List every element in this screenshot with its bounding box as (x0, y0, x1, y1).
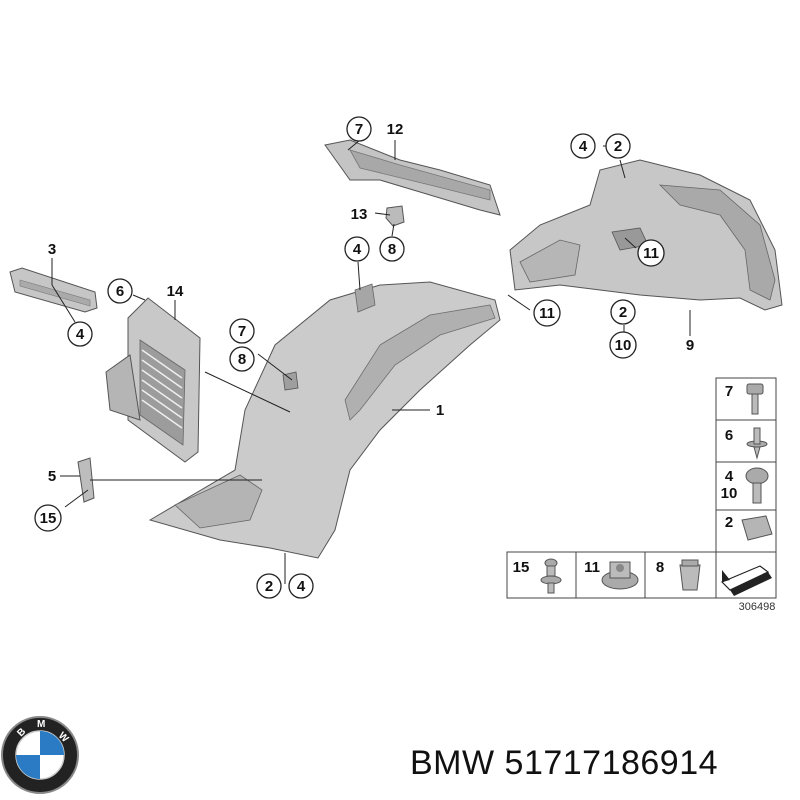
svg-text:6: 6 (116, 283, 124, 300)
svg-text:11: 11 (539, 305, 555, 322)
table-label-11: 11 (584, 559, 600, 576)
callout-2-rear: 2 (605, 133, 631, 159)
callout-4-bottom: 4 (288, 573, 314, 599)
callout-4-left: 4 (67, 321, 93, 347)
fastener-table: 7 6 4 10 2 (715, 377, 777, 553)
callout-2-bottom: 2 (256, 573, 282, 599)
svg-text:4: 4 (297, 578, 306, 595)
svg-text:7: 7 (355, 121, 363, 138)
part-12-bracket (324, 139, 501, 216)
svg-text:7: 7 (238, 323, 246, 340)
plug-15-icon (540, 558, 562, 594)
label-3: 3 (48, 241, 56, 258)
svg-text:11: 11 (643, 245, 659, 262)
callout-10-rear: 10 (609, 331, 637, 359)
table-label-6: 6 (725, 427, 733, 444)
svg-text:8: 8 (238, 351, 246, 368)
table-label-10: 10 (721, 485, 738, 502)
nut-11-icon (601, 561, 639, 590)
callout-8-mid: 8 (229, 346, 255, 372)
screw-7-icon (746, 383, 764, 415)
callout-11-rear-upper: 11 (637, 239, 665, 267)
callout-11-rear-lower: 11 (533, 299, 561, 327)
callout-4-mid: 4 (344, 236, 370, 262)
callout-7-top: 7 (346, 116, 372, 142)
screw-4-10-icon (745, 467, 769, 504)
svg-text:M: M (37, 719, 45, 730)
label-12: 12 (387, 121, 404, 138)
svg-text:4: 4 (579, 138, 588, 155)
svg-text:4: 4 (76, 326, 85, 343)
part-5-plate (77, 457, 95, 503)
part-9-rear-wheel-arch-liner (509, 159, 783, 311)
callout-4-rear: 4 (570, 133, 596, 159)
callout-15: 15 (34, 504, 62, 532)
clip-nut-2-icon (741, 515, 773, 541)
callout-8-top: 8 (379, 236, 405, 262)
label-9: 9 (686, 337, 694, 354)
label-13: 13 (351, 206, 368, 223)
svg-text:8: 8 (388, 241, 396, 258)
svg-text:10: 10 (615, 337, 632, 354)
pin-6-icon (746, 427, 768, 460)
svg-text:15: 15 (40, 510, 57, 527)
svg-text:2: 2 (265, 578, 273, 595)
orientation-arrow-icon (720, 565, 772, 596)
fastener-table-bottom: 15 11 8 (506, 551, 777, 599)
table-label-8: 8 (656, 559, 664, 576)
table-label-4: 4 (725, 468, 734, 485)
label-5: 5 (48, 468, 56, 485)
svg-text:4: 4 (353, 241, 362, 258)
callout-2-rear-lower: 2 (610, 299, 636, 325)
brand-part-number-caption: BMW 51717186914 (410, 744, 718, 782)
part-1-wheel-arch-liner (148, 281, 501, 559)
svg-text:2: 2 (614, 138, 622, 155)
callout-7-mid: 7 (229, 318, 255, 344)
label-14: 14 (167, 283, 184, 300)
table-label-15: 15 (513, 559, 530, 576)
part-14-air-duct (105, 297, 201, 463)
diagram-reference-number: 306498 (739, 601, 776, 613)
table-label-7: 7 (725, 383, 733, 400)
label-1: 1 (436, 402, 444, 419)
part-3-strip (9, 267, 98, 313)
expanding-nut-8-icon (679, 559, 701, 591)
leader-lines (51, 139, 691, 584)
part-13-clip (385, 205, 405, 227)
callout-6: 6 (107, 278, 133, 304)
bmw-logo: B M W (1, 716, 79, 794)
svg-text:2: 2 (619, 304, 627, 321)
table-label-2: 2 (725, 514, 733, 531)
